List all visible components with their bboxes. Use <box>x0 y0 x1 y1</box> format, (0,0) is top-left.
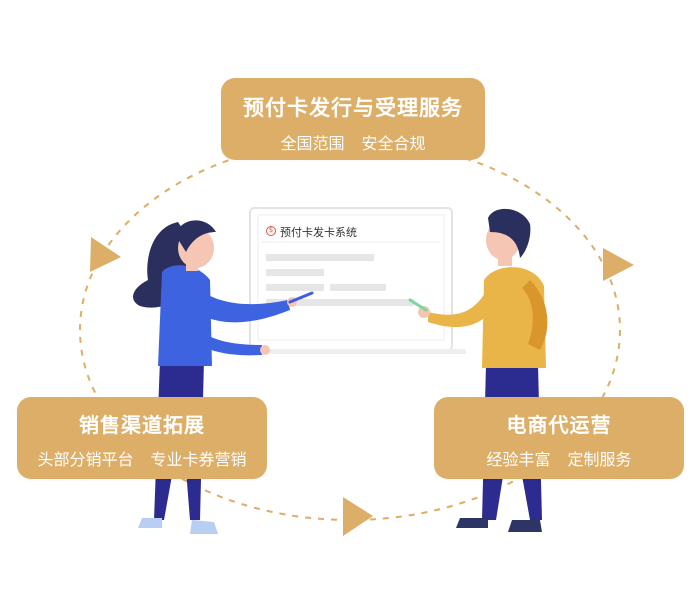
arrow-right <box>603 248 634 281</box>
service-title: 预付卡发行与受理服务 <box>243 96 463 120</box>
service-box-ecommerce: 电商代运营 经验丰富 定制服务 <box>434 397 684 479</box>
service-items: 头部分销平台 专业卡券营销 <box>17 446 267 470</box>
service-box-sales-channel: 销售渠道拓展 头部分销平台 专业卡券营销 <box>17 397 267 479</box>
service-item: 专业卡券营销 <box>150 450 247 469</box>
service-title: 销售渠道拓展 <box>79 413 205 437</box>
cycle-ring <box>79 139 621 521</box>
service-item: 经验丰富 <box>486 450 551 469</box>
service-item: 定制服务 <box>567 450 632 469</box>
service-items: 经验丰富 定制服务 <box>434 446 684 470</box>
system-screen <box>244 207 466 354</box>
arrow-bottom <box>343 497 373 536</box>
system-screen-title: 预付卡发卡系统 <box>280 226 357 239</box>
service-items: 全国范围 安全合规 <box>221 130 485 154</box>
service-box-prepaid: 预付卡发行与受理服务 全国范围 安全合规 <box>221 78 485 160</box>
service-item: 安全合规 <box>361 134 426 153</box>
service-item: 头部分销平台 <box>37 450 134 469</box>
service-title: 电商代运营 <box>506 413 612 437</box>
service-item: 全国范围 <box>280 134 345 153</box>
arrow-left <box>90 237 121 272</box>
system-logo-icon: $ <box>266 226 276 236</box>
